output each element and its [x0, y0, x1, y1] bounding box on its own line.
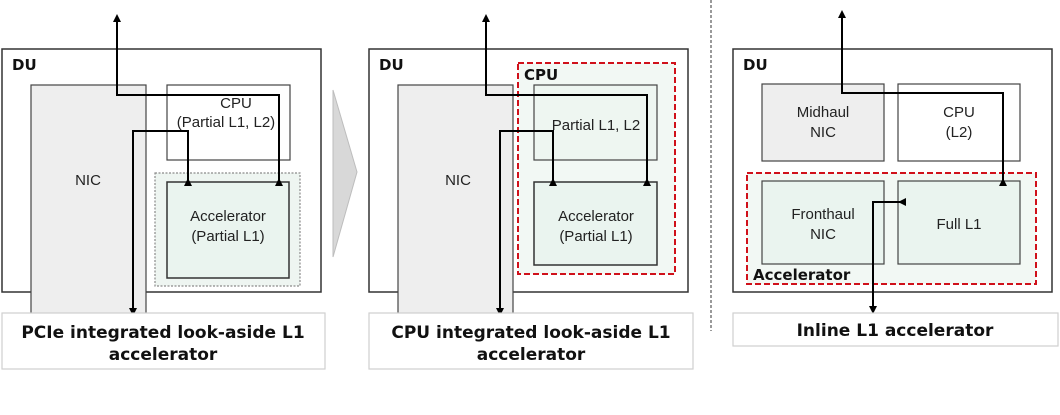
- accelerator-label-line2: (Partial L1): [559, 228, 632, 245]
- caption-box: [368, 312, 694, 370]
- fronthaul-nic-box: [761, 180, 885, 265]
- full-l1-label: Full L1: [936, 216, 981, 233]
- cpu-label-line1: CPU: [943, 104, 975, 121]
- du-label: DU: [743, 56, 768, 74]
- accelerator-label-line1: Accelerator: [190, 208, 266, 225]
- cpu-label-line2: (L2): [946, 124, 973, 141]
- nic-box: [397, 84, 514, 315]
- accelerator-zone-label: Accelerator: [753, 266, 851, 284]
- du-label: DU: [12, 56, 37, 74]
- nic-label: NIC: [445, 172, 471, 189]
- midhaul-nic-label-line2: NIC: [810, 124, 836, 141]
- transition-chevron-icon: [332, 89, 358, 258]
- accelerator-label-line1: Accelerator: [558, 208, 634, 225]
- midhaul-flow-arrow: [838, 10, 1007, 186]
- midhaul-flow-arrow: [113, 14, 283, 186]
- accelerator-label-line2: (Partial L1): [191, 228, 264, 245]
- caption-line2: accelerator: [109, 345, 218, 365]
- cpu-box: [897, 83, 1021, 162]
- caption-line2: accelerator: [477, 345, 586, 365]
- panel-inline-accelerator: DU Midhaul NIC CPU (L2) Accelerator Fron…: [732, 10, 1059, 347]
- cpu-label-line2: (Partial L1, L2): [177, 114, 275, 131]
- midhaul-nic-label-line1: Midhaul: [797, 104, 850, 121]
- caption-line1: Inline L1 accelerator: [797, 321, 994, 341]
- midhaul-nic-box: [761, 83, 885, 162]
- fronthaul-flow-arrow: [129, 130, 192, 316]
- cpu-label-line1: Partial L1, L2: [552, 117, 640, 134]
- midhaul-flow-arrow: [482, 14, 651, 186]
- cpu-zone-label: CPU: [524, 66, 558, 84]
- du-label: DU: [379, 56, 404, 74]
- caption-line1: PCIe integrated look-aside L1: [21, 323, 304, 343]
- fronthaul-nic-label-line2: NIC: [810, 226, 836, 243]
- fronthaul-flow-arrow: [869, 198, 906, 314]
- fronthaul-nic-label-line1: Fronthaul: [791, 206, 854, 223]
- nic-label: NIC: [75, 172, 101, 189]
- cpu-label-line1: CPU: [220, 95, 252, 112]
- nic-box: [30, 84, 147, 315]
- caption-box: [1, 312, 326, 370]
- caption-line1: CPU integrated look-aside L1: [391, 323, 670, 343]
- fronthaul-flow-arrow: [496, 130, 557, 316]
- panel-cpu-lookaside: DU NIC CPU Partial L1, L2 Accelerator (P…: [368, 14, 694, 370]
- caption-box: [732, 312, 1059, 347]
- panel-pcie-lookaside: DU NIC CPU (Partial L1, L2) Accelerator …: [1, 14, 326, 370]
